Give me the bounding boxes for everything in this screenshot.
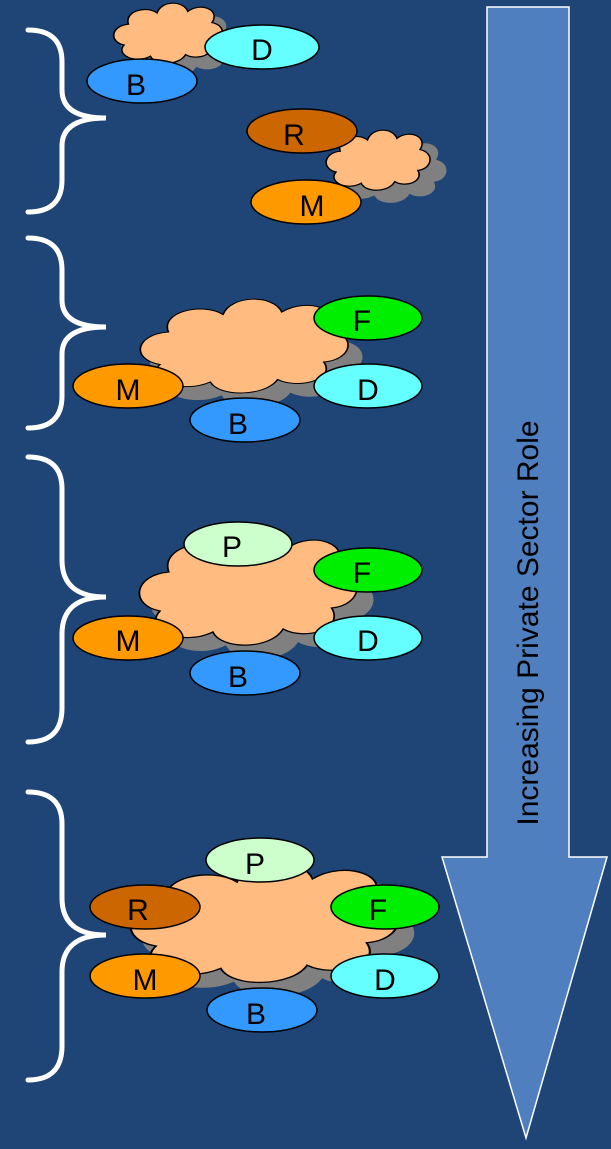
arrow-label: Increasing Private Sector Role [512,420,545,825]
participant-b-label: B [246,998,266,1031]
participant-m-label: M [116,625,141,658]
group-3: P F M D B [72,521,423,696]
participant-d-label: D [357,374,379,407]
participant-f-label: F [369,894,387,927]
participant-f-label: F [353,557,371,590]
participant-m-label: M [116,374,141,407]
participant-f: F [313,295,423,341]
participant-d: D [204,24,320,70]
participant-d-label: D [374,964,396,997]
participant-d-label: D [251,34,273,67]
participant-m: M [89,953,201,999]
group-1: D B R M [86,2,447,225]
participant-b-label: B [228,661,248,694]
participant-f: F [330,884,440,930]
participant-r: R [89,884,201,930]
participant-m: M [72,363,184,409]
participant-m-label: M [300,190,325,223]
participant-f-label: F [353,305,371,338]
brace-group-3 [25,454,107,745]
participant-p: P [205,837,315,883]
participant-f: F [313,547,423,593]
participant-r: R [246,108,358,154]
group-2: F M D B [72,295,423,443]
participant-r-label: R [283,119,305,152]
participant-m-label: M [133,964,158,997]
participant-d: D [330,953,440,999]
participant-b: B [206,987,318,1033]
participant-b-label: B [228,408,248,441]
participant-p: P [183,521,293,567]
brace-group-1 [25,27,107,215]
participant-d: D [313,363,423,409]
participant-b: B [86,58,198,104]
participant-m: M [250,179,362,225]
participant-r-label: R [127,894,149,927]
participant-d: D [313,615,423,661]
participant-b: B [189,397,301,443]
group-4: P R F M D B [89,837,440,1033]
participant-d-label: D [357,625,379,658]
participant-m: M [72,615,184,661]
brace-group-4 [25,789,107,1083]
direction-arrow [440,6,608,1141]
participant-p-label: P [222,531,242,564]
participant-b-label: B [126,69,146,102]
brace-group-2 [25,235,107,431]
participant-p-label: P [245,848,265,881]
participant-b: B [189,650,301,696]
